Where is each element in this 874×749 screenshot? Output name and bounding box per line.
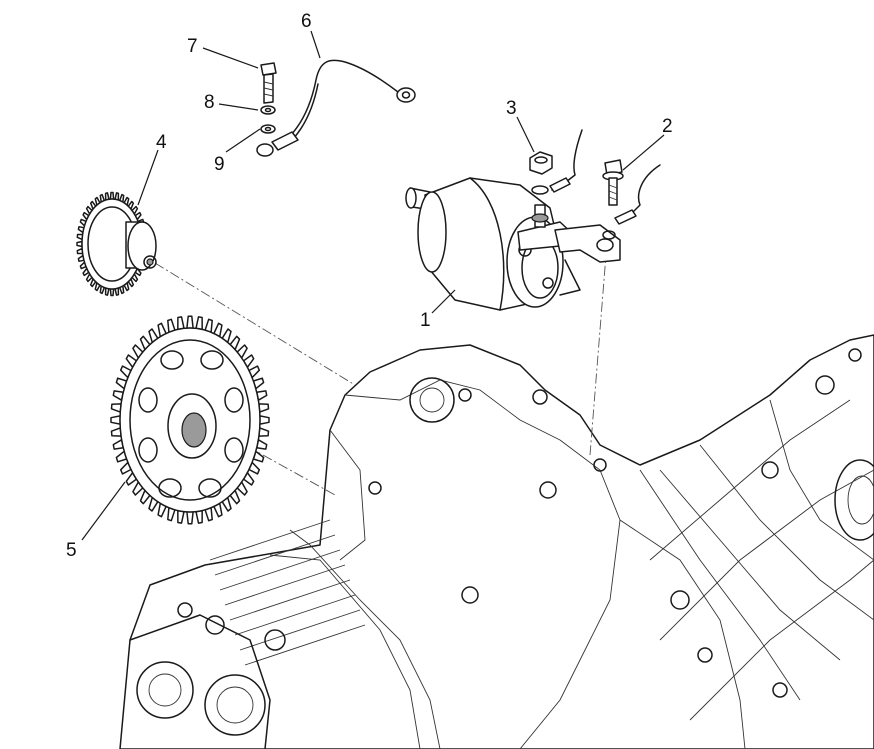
gear-tooth bbox=[195, 316, 203, 331]
ground-cable-icon bbox=[256, 59, 416, 157]
gear-tooth bbox=[195, 509, 203, 524]
leader-lines bbox=[81, 30, 665, 541]
callout-7: 7 bbox=[187, 36, 198, 57]
cylinder-fins bbox=[209, 519, 441, 749]
double-idler-gear-icon bbox=[76, 191, 157, 297]
gear-tooth bbox=[109, 191, 115, 200]
callout-5: 5 bbox=[66, 540, 77, 561]
gear-tooth bbox=[177, 316, 185, 331]
gear-tooth bbox=[186, 511, 194, 525]
callout-labels: 1 2 3 4 5 6 7 8 9 bbox=[66, 11, 673, 561]
callout-2: 2 bbox=[662, 116, 673, 137]
starter-lead-terminal-icon bbox=[549, 129, 583, 193]
callout-8: 8 bbox=[204, 92, 215, 113]
gear-tooth bbox=[177, 509, 185, 524]
crankcase-ribs bbox=[619, 399, 874, 749]
battery-lead-terminal-icon bbox=[602, 164, 661, 240]
bolt-icon bbox=[260, 62, 277, 104]
callout-3: 3 bbox=[506, 98, 517, 119]
gear-tooth bbox=[259, 415, 270, 425]
gear-tooth bbox=[109, 288, 115, 297]
hex-nut-icon bbox=[529, 151, 553, 195]
callout-9: 9 bbox=[214, 154, 225, 175]
washer-icon bbox=[260, 124, 276, 134]
callout-4: 4 bbox=[156, 132, 167, 153]
engine-crankcase-icon bbox=[119, 334, 874, 749]
starter-driven-gear-icon bbox=[110, 315, 270, 525]
starter-motor-icon bbox=[405, 177, 621, 311]
flange-bolt-icon bbox=[602, 159, 624, 206]
gear-tooth bbox=[110, 415, 121, 425]
gear-tooth bbox=[186, 315, 194, 329]
callout-1: 1 bbox=[420, 310, 431, 331]
callout-6: 6 bbox=[301, 11, 312, 32]
washer-icon bbox=[260, 105, 276, 115]
